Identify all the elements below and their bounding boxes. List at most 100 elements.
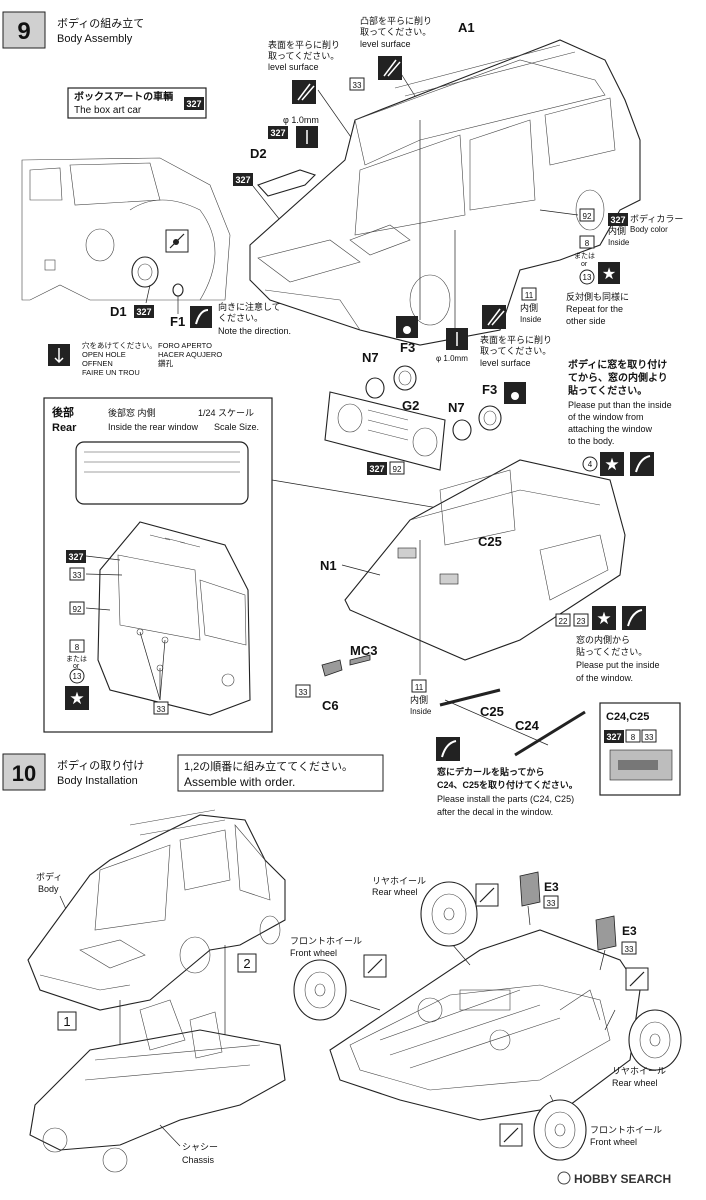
svg-text:リヤホイール: リヤホイール bbox=[612, 1066, 666, 1076]
svg-text:MC3: MC3 bbox=[350, 643, 377, 658]
svg-text:窓の内側から: 窓の内側から bbox=[576, 634, 630, 645]
svg-text:★: ★ bbox=[602, 266, 616, 283]
small-parts-c: MC3 33 C6 11 内側 Inside C25 C24 bbox=[295, 540, 586, 757]
svg-text:327: 327 bbox=[369, 464, 384, 474]
svg-text:内側: 内側 bbox=[608, 225, 626, 236]
svg-text:F3: F3 bbox=[482, 382, 497, 397]
boxart-jp: ボックスアートの車輌 bbox=[74, 90, 173, 103]
svg-text:Note the direction.: Note the direction. bbox=[218, 326, 291, 336]
svg-text:of the window from: of the window from bbox=[568, 412, 644, 422]
step9-title-jp: ボディの組み立て bbox=[57, 16, 144, 30]
svg-text:C24、C25を取り付けてください。: C24、C25を取り付けてください。 bbox=[437, 779, 578, 790]
boxart-code: 327 bbox=[186, 99, 201, 109]
svg-text:反対側も同様に: 反対側も同様に bbox=[566, 291, 629, 302]
direction-note: 向きに注意して ください。 Note the direction. bbox=[190, 301, 291, 336]
wheel-front-bottom: フロントホイール Front wheel bbox=[499, 1099, 662, 1161]
step10-chassis: 1 シャシー Chassis bbox=[29, 999, 286, 1173]
svg-text:てから、窓の内側より: てから、窓の内側より bbox=[568, 371, 668, 384]
svg-text:E3: E3 bbox=[544, 880, 559, 894]
svg-text:Repeat for the: Repeat for the bbox=[566, 304, 623, 314]
svg-text:327: 327 bbox=[606, 732, 621, 742]
step10-title-jp: ボディの取り付け bbox=[57, 758, 144, 772]
svg-text:Body color: Body color bbox=[630, 225, 668, 234]
svg-text:Rear: Rear bbox=[52, 422, 77, 434]
svg-text:向きに注意して: 向きに注意して bbox=[218, 301, 281, 312]
svg-text:FORO APERTO: FORO APERTO bbox=[158, 341, 212, 350]
svg-text:Inside: Inside bbox=[608, 238, 630, 247]
svg-text:後部: 後部 bbox=[52, 405, 74, 419]
svg-text:Please install the parts (C24,: Please install the parts (C24, C25) bbox=[437, 794, 574, 804]
level-surface-callout-1: 表面を平らに削り 取ってください。 level surface φ 1.0mm … bbox=[268, 39, 361, 151]
cement-icon-d1 bbox=[165, 229, 189, 253]
svg-text:92: 92 bbox=[393, 465, 402, 474]
svg-text:33: 33 bbox=[625, 945, 634, 954]
svg-text:HOBBY SEARCH: HOBBY SEARCH bbox=[574, 1172, 671, 1186]
boxart-en: The box art car bbox=[74, 105, 142, 116]
step10-title-en: Body Installation bbox=[57, 775, 138, 787]
svg-text:内側: 内側 bbox=[520, 302, 538, 313]
boxart-callout: ボックスアートの車輌 The box art car 327 bbox=[67, 87, 207, 119]
svg-text:33: 33 bbox=[645, 733, 654, 742]
svg-text:8: 8 bbox=[585, 239, 590, 248]
part-e3-right: E3 33 bbox=[595, 915, 637, 971]
svg-text:窓にデカールを貼ってから: 窓にデカールを貼ってから bbox=[437, 766, 545, 777]
svg-text:表面を平らに削り: 表面を平らに削り bbox=[268, 39, 340, 50]
svg-text:ボディに窓を取り付け: ボディに窓を取り付け bbox=[568, 358, 667, 371]
svg-text:Chassis: Chassis bbox=[182, 1155, 215, 1165]
part-d1-cap: D1 327 F1 bbox=[110, 256, 185, 329]
step9-number: 9 bbox=[17, 18, 30, 45]
grille-assembly: N7 G2 327 92 N7 F3 bbox=[324, 350, 526, 475]
step10-header: 10 ボディの取り付け Body Installation 1,2の順番に組み立… bbox=[2, 753, 384, 792]
svg-text:FAIRE UN TROU: FAIRE UN TROU bbox=[82, 368, 140, 377]
svg-text:8: 8 bbox=[631, 733, 636, 742]
svg-text:33: 33 bbox=[157, 705, 166, 714]
svg-text:92: 92 bbox=[73, 605, 82, 614]
svg-text:穴をあけてください。: 穴をあけてください。 bbox=[82, 340, 157, 350]
body-color-callout: 92 327 ボディカラー Body color 内側 Inside 8 または… bbox=[539, 208, 683, 326]
svg-text:327: 327 bbox=[235, 175, 250, 185]
svg-text:または: または bbox=[574, 252, 595, 260]
svg-text:11: 11 bbox=[525, 291, 534, 300]
svg-text:貼ってください。: 貼ってください。 bbox=[567, 384, 647, 397]
svg-text:Assemble with order.: Assemble with order. bbox=[184, 775, 295, 789]
svg-text:13: 13 bbox=[583, 273, 592, 282]
svg-text:ボディカラー: ボディカラー bbox=[630, 213, 683, 224]
svg-text:level surface: level surface bbox=[360, 39, 411, 49]
upper-body-a1 bbox=[249, 39, 641, 346]
svg-text:Front wheel: Front wheel bbox=[290, 948, 337, 958]
svg-text:33: 33 bbox=[73, 571, 82, 580]
body-side-ghost bbox=[21, 157, 231, 301]
svg-text:to the body.: to the body. bbox=[568, 436, 614, 446]
svg-text:リヤホイール: リヤホイール bbox=[372, 876, 426, 886]
svg-text:Inside: Inside bbox=[520, 315, 542, 324]
svg-text:11: 11 bbox=[415, 683, 424, 692]
svg-text:or: or bbox=[581, 261, 588, 268]
svg-text:C25: C25 bbox=[478, 534, 502, 549]
svg-text:Inside: Inside bbox=[410, 707, 432, 716]
svg-text:C25: C25 bbox=[480, 704, 504, 719]
svg-text:取ってください。: 取ってください。 bbox=[480, 346, 551, 356]
svg-text:327: 327 bbox=[610, 215, 625, 225]
wheel-front-left: フロントホイール Front wheel bbox=[290, 936, 387, 1021]
part-e3-top: E3 33 bbox=[519, 871, 559, 926]
svg-text:内側: 内側 bbox=[410, 694, 428, 705]
svg-text:22: 22 bbox=[559, 617, 568, 626]
decal-note: 窓にデカールを貼ってから C24、C25を取り付けてください。 Please i… bbox=[436, 737, 578, 817]
svg-text:33: 33 bbox=[353, 81, 362, 90]
svg-text:Body: Body bbox=[38, 884, 59, 894]
window-note: ボディに窓を取り付け てから、窓の内側より 貼ってください。 Please pu… bbox=[567, 358, 672, 476]
svg-text:Front wheel: Front wheel bbox=[590, 1137, 637, 1147]
svg-text:4: 4 bbox=[588, 460, 593, 469]
svg-text:C6: C6 bbox=[322, 698, 339, 713]
svg-text:327: 327 bbox=[136, 307, 151, 317]
wheel-rear-right: リヤホイール Rear wheel bbox=[612, 967, 682, 1088]
label-a1: A1 bbox=[458, 20, 475, 35]
svg-text:フロントホイール: フロントホイール bbox=[590, 1125, 662, 1135]
svg-text:33: 33 bbox=[299, 688, 308, 697]
svg-text:Rear wheel: Rear wheel bbox=[612, 1078, 658, 1088]
svg-text:33: 33 bbox=[547, 899, 556, 908]
label-d2: D2 bbox=[250, 146, 267, 161]
svg-text:C24,C25: C24,C25 bbox=[606, 711, 649, 723]
svg-text:★: ★ bbox=[596, 609, 611, 628]
